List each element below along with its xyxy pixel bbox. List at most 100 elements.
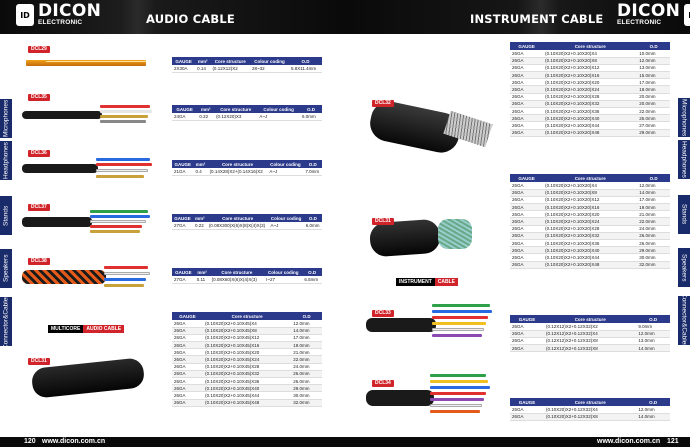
table-cell: (0.10X20)X2+0.10X20)X12 — [543, 64, 638, 73]
table-cell: 0.22 — [192, 222, 207, 230]
col-header: Colour coding — [250, 57, 289, 65]
brand-name: DICON — [617, 1, 681, 21]
table-cell: 22.0mm — [637, 217, 670, 226]
side-tab-speakers[interactable]: Speakers — [0, 248, 12, 288]
col-header: O.D — [291, 312, 322, 320]
side-tab-microphones[interactable]: Microphones — [678, 98, 690, 138]
side-tab-stands[interactable]: Stands — [678, 195, 690, 235]
table-cell: (0.10X20)X2+0.10X20)X4 — [543, 50, 638, 58]
website-link[interactable]: www.dicon.com.cn — [597, 438, 661, 445]
table-cell: 28~32 — [250, 65, 289, 73]
table-cell: (0.10X20)X2+0.10X45)X24 — [203, 355, 292, 364]
table-cell: 19.0mm — [637, 203, 670, 212]
cable-photo-dcl38 — [22, 256, 152, 296]
spec-table-dcl33: GAUGE Core structure O.D 26GA(0.12X12)X2… — [510, 315, 670, 353]
website-link[interactable]: www.dicon.com.cn — [42, 438, 106, 445]
col-header: O.D — [636, 315, 670, 323]
table-cell: (0.10X20)X2+0.10X45)X36 — [203, 377, 292, 386]
col-header: O.D — [302, 268, 322, 276]
table-cell: 20.0mm — [637, 93, 670, 101]
table-cell: A~J — [268, 222, 304, 230]
col-header: GAUGE — [510, 315, 545, 323]
table-cell: (0.10X20)X2+0.10X45)X40 — [203, 384, 292, 393]
col-header: GAUGE — [172, 160, 194, 168]
table-cell: 19.0mm — [291, 341, 322, 350]
side-tab-connector-cables[interactable]: Connector&Cables — [0, 294, 12, 349]
table-cell: 26GA — [510, 239, 544, 248]
col-header: Colour coding — [268, 214, 304, 222]
brand-sub: ELECTRONIC — [38, 19, 83, 26]
right-logo: DICON ELECTRONIC ID — [617, 3, 690, 27]
side-tab-stands[interactable]: Stands — [0, 195, 12, 235]
table-cell: 32.0mm — [637, 261, 670, 269]
table-cell: 26GA — [172, 370, 204, 379]
side-tab-headphones[interactable]: Headphones — [0, 140, 12, 180]
col-header: Core structure — [207, 160, 268, 168]
cable-photo-dcl37 — [22, 202, 152, 240]
dicon-logo-icon: ID — [684, 4, 690, 26]
table-cell: 27GA — [172, 222, 193, 230]
table-cell: (0.10X20)X2+0.10X20)X8 — [543, 57, 638, 65]
side-tab-microphones[interactable]: Microphones — [0, 98, 12, 138]
instrument-cable-tag: INSTRUMENT CABLE — [396, 278, 459, 286]
table-cell: I~27 — [264, 276, 303, 284]
col-header: GAUGE — [510, 398, 545, 406]
table-cell: (0.10X20)X2+0.10X20)X40 — [543, 114, 638, 123]
table-cell: (0.10X20)X2+0.10X45)X28 — [203, 363, 292, 371]
table-cell: 26.0mm — [637, 239, 670, 248]
table-cell: 22.0mm — [637, 107, 670, 116]
table-cell: 29.0mm — [637, 246, 670, 255]
cable-photo-dcl31-instrument — [366, 205, 496, 275]
table-cell: (0.10X20)X2+0.10X45)X48 — [203, 399, 292, 407]
table-cell: 26GA — [510, 189, 544, 197]
side-tab-speakers[interactable]: Speakers — [678, 248, 690, 288]
cable-photo-dcl29 — [26, 48, 146, 76]
table-cell: 22.0mm — [291, 355, 322, 364]
table-cell: 0.4 — [193, 168, 208, 176]
table-cell: (0.12X12)X2+0.12X32)X4 — [544, 330, 637, 338]
table-cell: 6.0mm — [300, 113, 322, 121]
table-cell: 17.0mm — [291, 334, 322, 343]
table-cell: 25.0mm — [637, 114, 670, 123]
table-cell: (0.10X20)X2+0.10X20)X12 — [543, 196, 638, 205]
table-cell: (0.10X20)X2+0.10X45)X16 — [203, 341, 292, 350]
side-tab-connector-cables[interactable]: Connector&Cables — [678, 293, 690, 348]
section-title-audio: AUDIO CABLE — [146, 12, 235, 26]
page-number: 120 — [24, 438, 36, 445]
col-header: O.D — [300, 105, 322, 113]
col-header: GAUGE — [172, 268, 195, 276]
cable-label: DCL34 — [372, 380, 394, 387]
cable-photo-dcl34 — [366, 366, 496, 432]
spec-table-dcl36: GAUGE mm² Core structure Colour coding O… — [172, 160, 322, 176]
left-logo: ID DICON ELECTRONIC — [16, 3, 101, 27]
col-header: Core structure — [543, 174, 638, 182]
table-cell: 26GA — [510, 121, 544, 130]
table-cell: 26GA — [510, 337, 545, 346]
col-header: O.D — [303, 160, 322, 168]
table-cell: 26GA — [510, 253, 544, 262]
table-cell: (0.10X20)X2+0.10X20)X44 — [543, 121, 638, 130]
side-tab-headphones[interactable]: Headphones — [678, 140, 690, 180]
table-cell: 26GA — [510, 330, 545, 338]
table-cell: 5.8X11.4mm — [288, 65, 322, 73]
table-cell: (0.10X20)X2+0.10X20)X48 — [543, 261, 638, 269]
table-cell: 26GA — [510, 217, 544, 226]
table-cell: (0.10X20)X2+0.10X20)X36 — [543, 239, 638, 248]
table-cell: 26GA — [510, 71, 544, 80]
table-cell: (0.10X20)X2+0.10X45)X20 — [203, 348, 292, 357]
table-cell: 15.0mm — [637, 71, 670, 80]
table-cell: 7.0mm — [303, 168, 322, 176]
